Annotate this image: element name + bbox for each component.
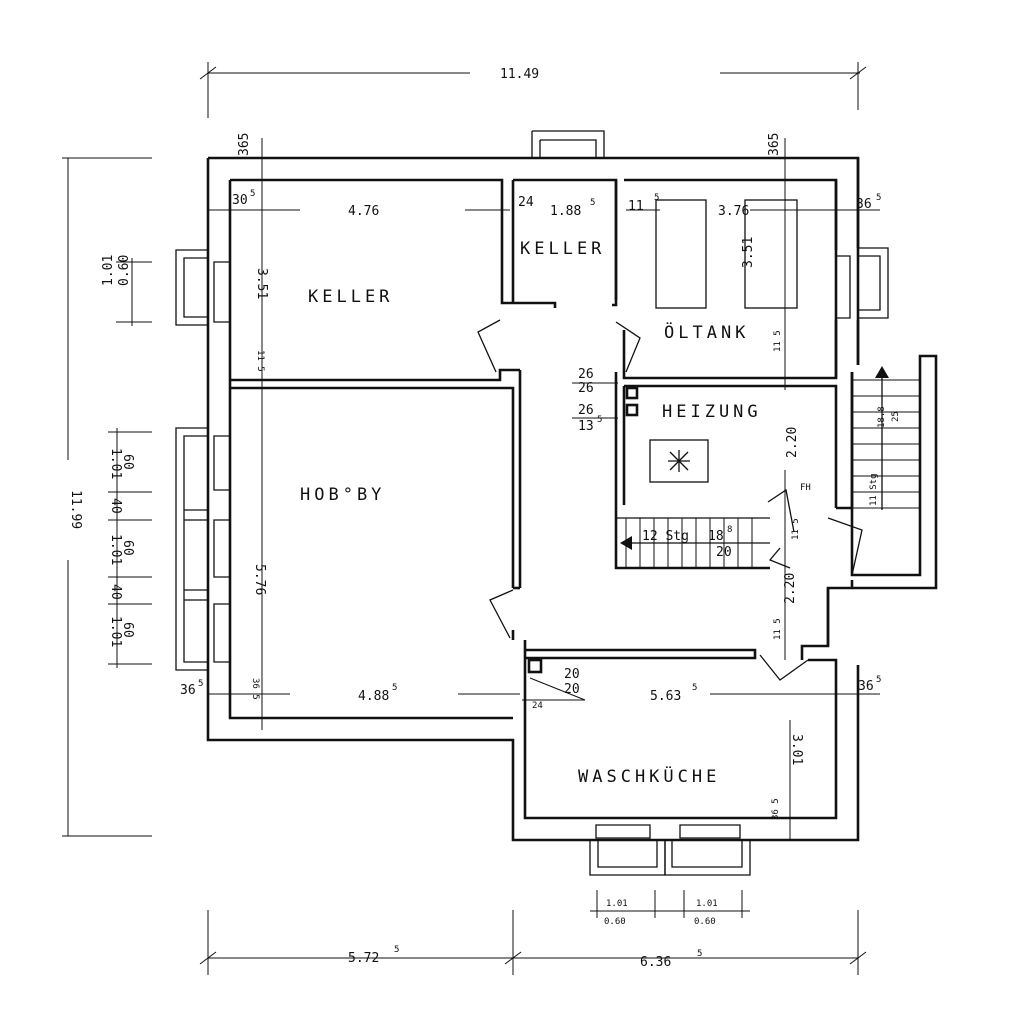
dim-hobby-wall-sup: 5 — [198, 679, 203, 689]
dim-hobby-wall2: 36 5 — [250, 678, 260, 700]
dim-stair-rise-sup: 8 — [727, 525, 732, 535]
dim-wk-wall-sup: 5 — [876, 675, 881, 685]
dim-tank-width: 3.76 — [718, 204, 749, 219]
room-label-waschkueche: WASCHKÜCHE — [578, 765, 720, 787]
dim-wk-width-sup: 5 — [692, 683, 697, 693]
chimney-waschkueche — [527, 658, 543, 674]
dim-lw-60b: 60 — [120, 540, 135, 556]
dim-win-left-101: 1.01 — [101, 255, 116, 286]
dim-hall-115b: 11 5 — [773, 618, 783, 640]
room-label-oeltank: ÖLTANK — [664, 321, 749, 343]
dim-hall-24: 24 — [518, 195, 534, 210]
dim-keller-height: 3.51 — [254, 268, 269, 299]
dim-hobby-width-sup: 5 — [392, 683, 397, 693]
dim-chimney-b2-sup: 5 — [597, 415, 602, 425]
room-label-keller: KELLER — [308, 287, 393, 307]
dim-chimney-a1: 26 — [578, 367, 594, 382]
dim-lw-101c: 1.01 — [108, 616, 123, 647]
dim-stair-steps: 12 Stg — [642, 529, 689, 544]
dim-wk-height: 3.01 — [789, 734, 804, 765]
dim-ext-run: 25 — [891, 411, 901, 422]
dim-wk-wall: 36 — [858, 679, 874, 694]
boiler-symbol — [649, 439, 709, 483]
dim-wall-305: 30 — [232, 193, 248, 208]
dim-wall-305-sup: 5 — [250, 189, 255, 199]
dim-stair-run: 20 — [716, 545, 732, 560]
dim-total-height: 11.99 — [68, 490, 83, 529]
oil-tank-2 — [744, 199, 798, 309]
room-label-heizung: HEIZUNG — [662, 402, 762, 422]
dim-lw-101b: 1.01 — [108, 534, 123, 565]
dim-bw-060b: 0.60 — [694, 917, 716, 927]
dim-lw-60a: 60 — [120, 454, 135, 470]
dim-hall-220: 2.20 — [783, 573, 798, 604]
dim-bw-060a: 0.60 — [604, 917, 626, 927]
dim-lw-40a: 40 — [108, 498, 123, 514]
dim-lw-40b: 40 — [108, 584, 123, 600]
dim-keller-small-width-sup: 5 — [590, 198, 595, 208]
dim-wk-chimney-2: 20 — [564, 682, 580, 697]
dim-hobby-wall: 36 — [180, 683, 196, 698]
dim-wk-24: 24 — [532, 701, 543, 711]
dim-keller-width: 4.76 — [348, 204, 379, 219]
exterior-stairs — [852, 366, 920, 510]
oil-tank-1 — [655, 199, 707, 309]
dim-chimney-b1: 26 — [578, 403, 594, 418]
dim-lw-60c: 60 — [120, 622, 135, 638]
dim-ext-stairs: 11 Stg — [869, 473, 879, 506]
dim-wall-right-365-sup: 5 — [876, 193, 881, 203]
chimney-2 — [625, 403, 639, 417]
dim-chimney-a2: 26 — [578, 381, 594, 396]
room-label-hobby: HOB°BY — [300, 485, 385, 505]
dim-hall-115: 11 5 — [791, 518, 801, 540]
dim-keller-115: 11 5 — [255, 350, 265, 372]
room-label-keller-small: KELLER — [520, 239, 605, 259]
dim-ext-rise: 18.8 — [877, 406, 887, 428]
dim-wall-365-left: 365 — [237, 133, 252, 156]
internal-stairs — [616, 517, 770, 569]
dim-win-left-060: 0.60 — [117, 255, 132, 286]
dim-hobby-height: 5.76 — [252, 564, 267, 595]
dim-bw-101b: 1.01 — [696, 899, 718, 909]
label-fh: FH — [800, 483, 811, 493]
dim-wall-right-365: 36 — [856, 197, 872, 212]
dim-wk-365: 36 5 — [771, 798, 781, 820]
doors — [477, 319, 863, 681]
walls — [175, 130, 938, 876]
dim-bottom-left: 5.72 — [348, 951, 379, 966]
dim-keller-small-width: 1.88 — [550, 204, 581, 219]
dim-wk-width: 5.63 — [650, 689, 681, 704]
dim-bottom-left-sup: 5 — [394, 945, 399, 955]
dim-total-width: 11.49 — [500, 67, 539, 82]
dim-bw-101a: 1.01 — [606, 899, 628, 909]
chimney-1 — [625, 386, 639, 400]
dim-tank-115: 11 — [628, 199, 644, 214]
dim-tank-height: 3.51 — [741, 237, 756, 268]
dim-wk-chimney-1: 20 — [564, 667, 580, 682]
dim-heizung-height: 2.20 — [785, 427, 800, 458]
dim-hobby-width: 4.88 — [358, 689, 389, 704]
dim-bottom-right: 6.36 — [640, 955, 671, 970]
dim-oeltank-115: 11 5 — [773, 330, 783, 352]
dim-stair-rise: 18 — [708, 529, 724, 544]
dim-bottom-right-sup: 5 — [697, 949, 702, 959]
dim-wall-365-right: 365 — [767, 133, 782, 156]
dim-tank-115-sup: 5 — [654, 193, 659, 203]
dim-chimney-b2: 13 — [578, 419, 594, 434]
dim-lw-101a: 1.01 — [108, 448, 123, 479]
